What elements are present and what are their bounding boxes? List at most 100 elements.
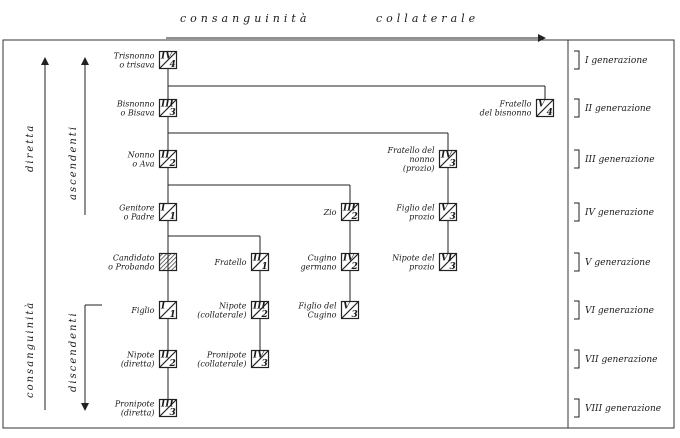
box-diagonal	[159, 99, 177, 117]
person-label: Candidato	[113, 254, 155, 263]
line-degree: V	[343, 302, 351, 312]
box-diagonal	[251, 350, 269, 368]
box-diagonal	[251, 301, 269, 319]
generation-label: I generazione	[584, 56, 647, 66]
collateral-degree: 3	[170, 108, 176, 118]
degree-box	[158, 252, 178, 272]
box-diagonal	[159, 203, 177, 221]
generation-label: VIII generazione	[585, 404, 661, 414]
person-label: (collaterale)	[197, 311, 246, 320]
collateral-degree: 3	[170, 408, 176, 418]
person-label: (prozio)	[403, 164, 435, 173]
line-degree: IV	[160, 52, 173, 62]
person-label: Nipote del	[391, 254, 435, 263]
line-degree: III	[160, 100, 174, 110]
collateral-degree: 2	[169, 159, 176, 169]
line-degree: II	[160, 151, 170, 161]
collateral-degree: 3	[450, 262, 456, 272]
box-diagonal	[439, 253, 457, 271]
person-label: o Bisava	[121, 109, 155, 118]
side-discendenti: discendenti	[68, 311, 79, 392]
generation-label: III generazione	[584, 155, 655, 165]
person-label: nonno	[409, 155, 434, 164]
generation-label: VII generazione	[585, 355, 658, 365]
person-label: Fratello	[498, 100, 531, 109]
collateral-degree: 2	[261, 310, 268, 320]
side-consanguinita: consanguinità	[25, 301, 36, 398]
box-diagonal	[159, 301, 177, 319]
line-degree: V	[441, 204, 449, 214]
person-label: Fratello del	[387, 146, 435, 155]
person-label: Nonno	[127, 151, 155, 160]
person-label: o Padre	[124, 213, 155, 222]
line-degree: IV	[440, 151, 453, 161]
person-label: (diretta)	[121, 360, 155, 369]
person-label: prozio	[409, 213, 435, 222]
box-diagonal	[159, 150, 177, 168]
person-label: o Probando	[108, 263, 155, 272]
header-right: collaterale	[376, 12, 479, 25]
line-degree: IV	[342, 254, 355, 264]
generation-label: II generazione	[584, 104, 651, 114]
box-diagonal	[159, 350, 177, 368]
person-label: Pronipote	[114, 400, 155, 409]
collateral-degree: 1	[170, 310, 176, 320]
line-degree: I	[160, 204, 166, 214]
frame	[2, 39, 675, 429]
gen-bracket	[574, 202, 580, 222]
box-diagonal	[536, 99, 554, 117]
collateral-degree: 4	[547, 108, 553, 118]
person-label: (diretta)	[121, 409, 155, 418]
gen-bracket	[574, 349, 580, 369]
line-degree: V	[538, 100, 546, 110]
person-nipote-diretta: II2 Nipote(diretta)	[121, 349, 178, 369]
line-degree: II	[160, 351, 170, 361]
box-diagonal	[439, 150, 457, 168]
collateral-degree: 2	[169, 359, 176, 369]
person-label: Figlio del	[395, 204, 435, 213]
line-degree: III	[252, 302, 266, 312]
person-label: o Ava	[132, 160, 154, 169]
side-ascendenti: ascendenti	[68, 125, 79, 200]
line-degree: IV	[252, 351, 265, 361]
person-label: Fratello	[213, 258, 246, 267]
collateral-degree: 2	[351, 212, 358, 222]
person-figlio: I1 Figlio	[130, 300, 178, 320]
collateral-degree: 1	[170, 212, 176, 222]
collateral-degree: 3	[352, 310, 358, 320]
generation-label: V generazione	[585, 258, 650, 268]
collateral-degree: 4	[170, 60, 176, 70]
line-degree: III	[342, 204, 356, 214]
person-label: (collaterale)	[197, 360, 246, 369]
box-diagonal	[251, 253, 269, 271]
person-label: Cugino	[308, 254, 337, 263]
person-label: Genitore	[119, 204, 155, 213]
person-label: Cugino	[308, 311, 337, 320]
collateral-degree: 3	[262, 359, 268, 369]
person-label: o trisava	[119, 61, 154, 70]
person-label: Nipote	[126, 351, 155, 360]
line-degree: I	[160, 302, 166, 312]
line-degree: II	[252, 254, 262, 264]
box-diagonal	[341, 301, 359, 319]
generation-label: VI generazione	[585, 306, 654, 316]
gen-bracket	[574, 98, 580, 118]
person-label: Pronipote	[206, 351, 247, 360]
person-label: Figlio	[130, 306, 154, 315]
gen-bracket	[574, 398, 580, 418]
